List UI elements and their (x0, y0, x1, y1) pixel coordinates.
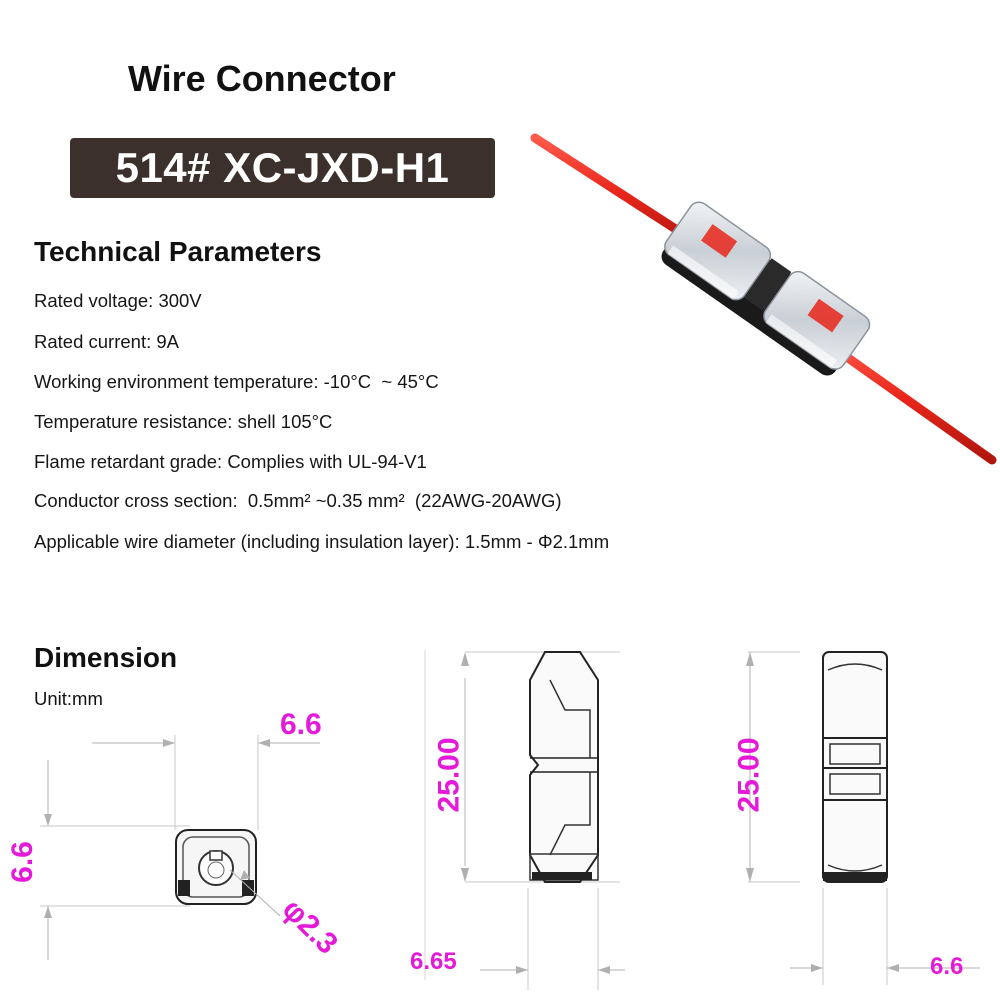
model-badge: 514# XC-JXD-H1 (70, 138, 495, 198)
side-view-drawing (424, 650, 625, 990)
param-flame-grade: Flame retardant grade: Complies with UL-… (34, 451, 427, 472)
top-length-label: 25.00 (732, 737, 766, 813)
product-photo (530, 133, 997, 465)
top-view-drawing (746, 651, 980, 985)
param-working-temperature: Working environment temperature: -10°C ~… (34, 371, 439, 392)
param-rated-voltage: Rated voltage: 300V (34, 290, 202, 311)
technical-parameters-heading: Technical Parameters (34, 236, 322, 267)
side-length-label: 25.00 (432, 737, 466, 813)
front-width-label: 6.6 (280, 708, 322, 741)
connector-body (661, 201, 871, 376)
dimension-heading: Dimension (34, 642, 178, 673)
param-cross-section: Conductor cross section: 0.5mm² ~0.35 mm… (34, 490, 562, 511)
front-height-label: 6.6 (5, 841, 39, 883)
front-view-drawing (40, 735, 320, 960)
page-title: Wire Connector (128, 58, 396, 99)
param-rated-current: Rated current: 9A (34, 331, 179, 352)
side-width-label: 6.65 (410, 948, 457, 975)
top-width-label: 6.6 (930, 953, 964, 980)
unit-label: Unit:mm (34, 688, 103, 709)
param-wire-diameter: Applicable wire diameter (including insu… (34, 531, 610, 552)
param-temperature-resistance: Temperature resistance: shell 105°C (34, 411, 333, 432)
